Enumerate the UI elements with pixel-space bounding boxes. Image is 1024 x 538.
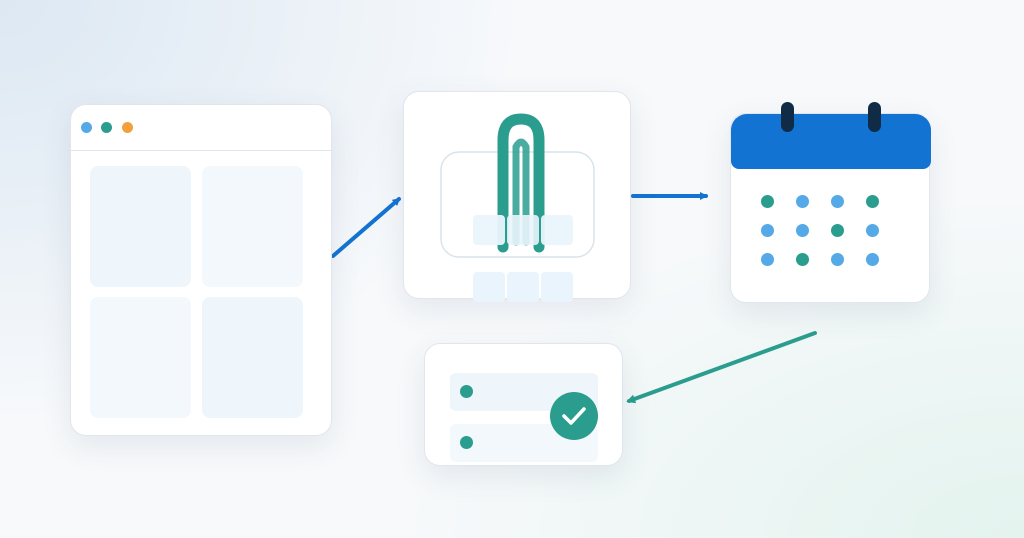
arrow-calendar-to-checklist (626, 331, 817, 404)
clip-pad (541, 272, 573, 302)
content-tile (202, 297, 303, 418)
window-dot-teal (101, 122, 112, 133)
calendar-day-dot (761, 224, 774, 237)
calendar-ring (781, 102, 794, 132)
calendar-header (731, 114, 931, 169)
checklist-bullet (460, 385, 473, 398)
calendar-day-dot (761, 195, 774, 208)
calendar-day-dot (866, 253, 879, 266)
calendar-day-dot (831, 253, 844, 266)
calendar-day-dot (866, 195, 879, 208)
browser-window-icon (70, 104, 332, 436)
checklist-icon (424, 343, 623, 466)
check-badge (550, 392, 598, 440)
calendar-day-dot (761, 253, 774, 266)
paperclip-card (403, 91, 631, 302)
window-dot-blue (81, 122, 92, 133)
clip-pad (507, 215, 539, 245)
paperclip-icon (440, 113, 595, 258)
calendar-day-dot (796, 195, 809, 208)
clip-pad (473, 215, 505, 245)
calendar-day-dot (831, 224, 844, 237)
calendar-day-dot (796, 224, 809, 237)
titlebar-divider (71, 150, 331, 151)
calendar-day-dot (831, 195, 844, 208)
arrow-browser-to-clip (331, 197, 401, 258)
window-dot-orange (122, 122, 133, 133)
checkmark-icon (562, 407, 586, 425)
calendar-icon (730, 102, 931, 303)
clip-pad (473, 272, 505, 302)
clip-pad (541, 215, 573, 245)
calendar-ring (868, 102, 881, 132)
clip-pad (507, 272, 539, 302)
calendar-day-dot (866, 224, 879, 237)
content-tile (90, 297, 191, 418)
checklist-bullet (460, 436, 473, 449)
content-tile (90, 166, 191, 287)
clip-outer-loop (497, 113, 545, 253)
clip-inner-loop (512, 138, 530, 246)
calendar-day-dot (796, 253, 809, 266)
content-tile (202, 166, 303, 287)
